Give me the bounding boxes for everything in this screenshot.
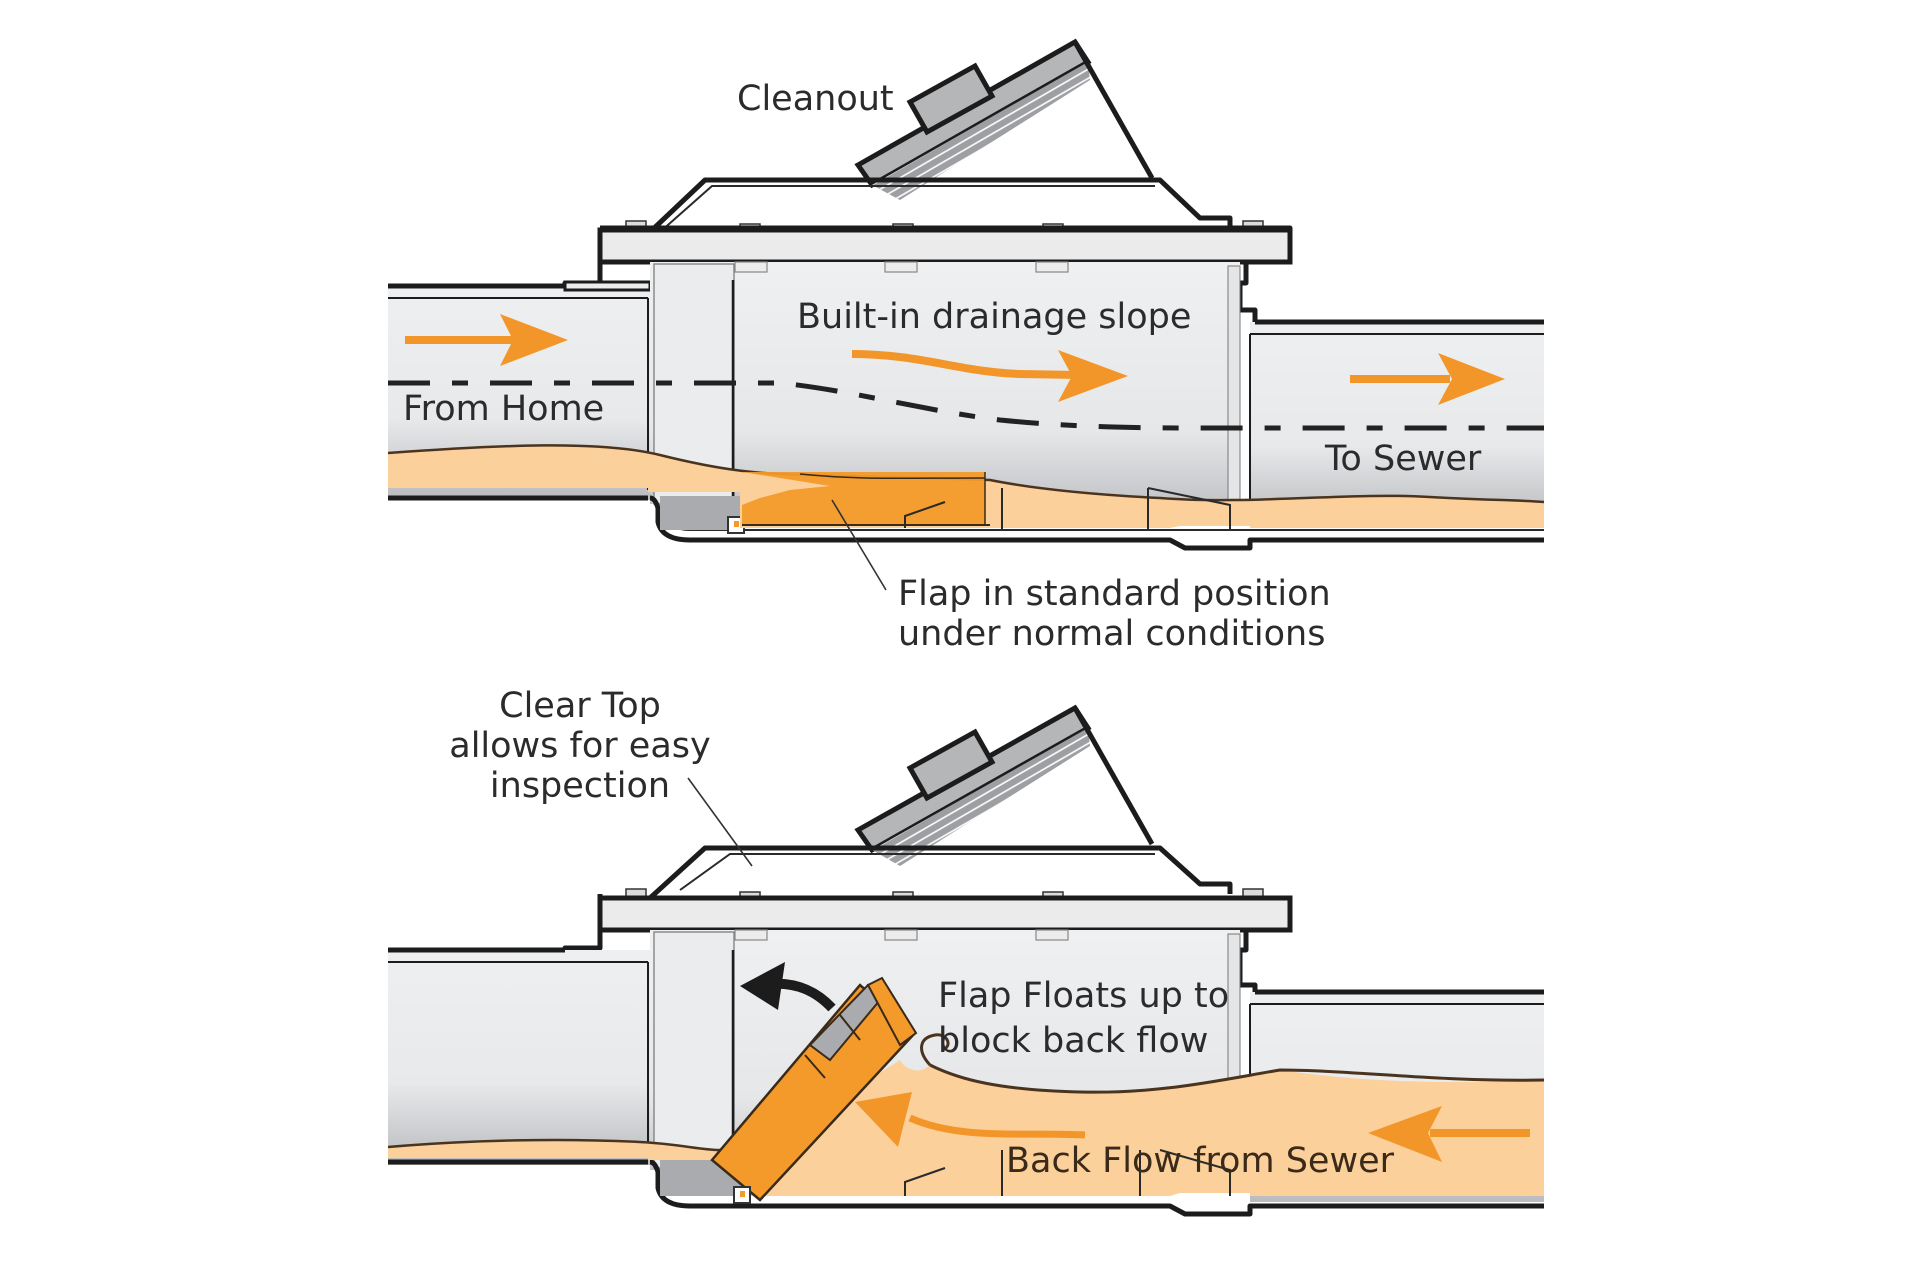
normal-conditions-panel: Cleanout Built-in drainage slope From Ho… (387, 38, 1545, 654)
back-flow-label: Back Flow from Sewer (1006, 1141, 1395, 1181)
outlet-pipe (1249, 319, 1544, 522)
backflow-curve-arrow (855, 1092, 1086, 1147)
backflow-conditions-panel: Clear Top allows for easy inspection Fla… (387, 686, 1545, 1217)
cleanout-cap-bottom (854, 704, 1155, 866)
flap-standard-label-line2: under normal conditions (898, 614, 1325, 654)
clear-top-label-line2: allows for easy (449, 726, 710, 766)
lid-tabs (734, 261, 1069, 273)
from-home-label: From Home (403, 389, 604, 429)
cleanout-cap (854, 38, 1155, 200)
clear-top-label-line3: inspection (490, 766, 670, 806)
flap-standard-label-line1: Flap in standard position (898, 574, 1331, 614)
slope-label: Built-in drainage slope (797, 297, 1191, 337)
backflow-water (388, 1060, 1544, 1196)
clear-top-leader-line (687, 777, 753, 867)
flap-rotation-arrow (740, 962, 836, 1012)
valve-trough-bottom (649, 1159, 1544, 1217)
inlet-pipe-bottom (388, 947, 650, 1165)
flap-leader-line (831, 499, 887, 591)
flap-raised (710, 976, 918, 1204)
valve-body (650, 262, 1240, 504)
inflow-arrow (405, 314, 568, 366)
to-sewer-label: To Sewer (1324, 439, 1482, 479)
outflow-arrow (1350, 353, 1505, 405)
clear-top-label-line1: Clear Top (499, 686, 661, 726)
valve-trough (649, 495, 1544, 551)
flap-floats-label-line2: block back flow (938, 1021, 1208, 1061)
lid-tabs-bottom (734, 929, 1069, 941)
slope-arrow (851, 350, 1128, 402)
backflow-arrow (1368, 1106, 1530, 1162)
flap-closed (742, 472, 990, 526)
cleanout-label: Cleanout (737, 79, 894, 119)
flap-floats-label-line1: Flap Floats up to (938, 976, 1229, 1016)
slope-dashed-line (388, 380, 1544, 431)
